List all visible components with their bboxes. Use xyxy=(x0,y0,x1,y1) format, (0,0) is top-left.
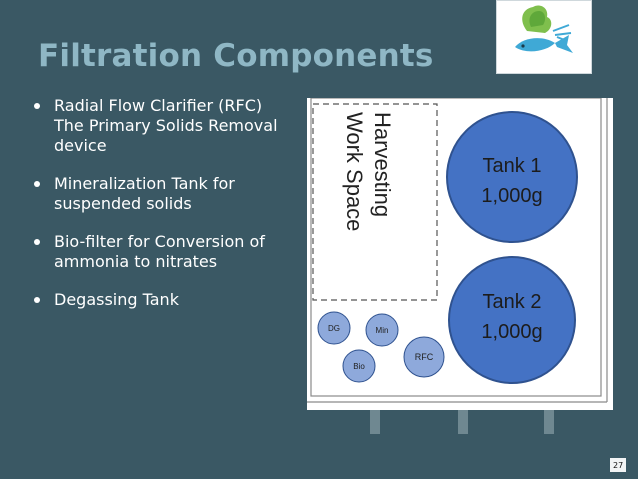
tank-2-label: Tank 2 xyxy=(483,291,542,313)
fish-lettuce-logo-icon xyxy=(515,5,573,53)
biofilter-tank xyxy=(342,349,376,383)
biofilter-tank-label: Bio xyxy=(353,362,365,371)
bullet-dot-icon xyxy=(34,181,40,187)
mineralization-tank xyxy=(365,313,399,347)
bullet-text: Radial Flow Clarifier (RFC) The Primary … xyxy=(54,96,278,155)
room-outline xyxy=(310,97,602,397)
rfc-tank xyxy=(403,336,445,378)
tank-2 xyxy=(448,256,576,384)
diagram-panel: Harvesting Work Space Tank 1 1,000g Tank… xyxy=(307,97,613,410)
bullet-dot-icon xyxy=(34,103,40,109)
logo xyxy=(496,0,592,74)
diagram-stand-leg xyxy=(544,406,554,434)
bullet-item-mineralization: Mineralization Tank for suspended solids xyxy=(32,174,292,214)
degassing-tank-label: DG xyxy=(328,324,340,333)
page-number: 27 xyxy=(613,461,624,470)
bullet-text: Mineralization Tank for suspended solids xyxy=(54,174,235,213)
mineralization-tank-label: Min xyxy=(376,326,389,335)
harvesting-label-line1: Harvesting xyxy=(370,112,395,217)
bullet-item-rfc: Radial Flow Clarifier (RFC) The Primary … xyxy=(32,96,292,156)
bullet-item-biofilter: Bio-filter for Conversion of ammonia to … xyxy=(32,232,292,272)
bullet-text: Bio-filter for Conversion of ammonia to … xyxy=(54,232,265,271)
degassing-tank xyxy=(317,311,351,345)
tank-1 xyxy=(446,111,578,243)
rfc-tank-label: RFC xyxy=(415,352,434,362)
diagram-stand-leg xyxy=(458,406,468,434)
tank-1-label: Tank 1 xyxy=(483,155,542,177)
bullet-dot-icon xyxy=(34,239,40,245)
harvesting-workspace-box xyxy=(312,103,438,301)
bullet-dot-icon xyxy=(34,297,40,303)
tank-2-volume: 1,000g xyxy=(481,321,542,343)
diagram-stand-leg xyxy=(370,406,380,434)
page-number-background xyxy=(610,458,626,472)
slide-title: Filtration Components xyxy=(38,38,434,74)
bullet-item-degassing: Degassing Tank xyxy=(32,290,292,310)
tank-1-volume: 1,000g xyxy=(481,185,542,207)
bullet-list: Radial Flow Clarifier (RFC) The Primary … xyxy=(32,96,292,328)
layout-drawing: Harvesting Work Space Tank 1 1,000g Tank… xyxy=(307,97,608,403)
system-layout-diagram: Harvesting Work Space Tank 1 1,000g Tank… xyxy=(307,97,613,410)
harvesting-label-line2: Work Space xyxy=(342,112,367,231)
bullet-text: Degassing Tank xyxy=(54,290,179,309)
